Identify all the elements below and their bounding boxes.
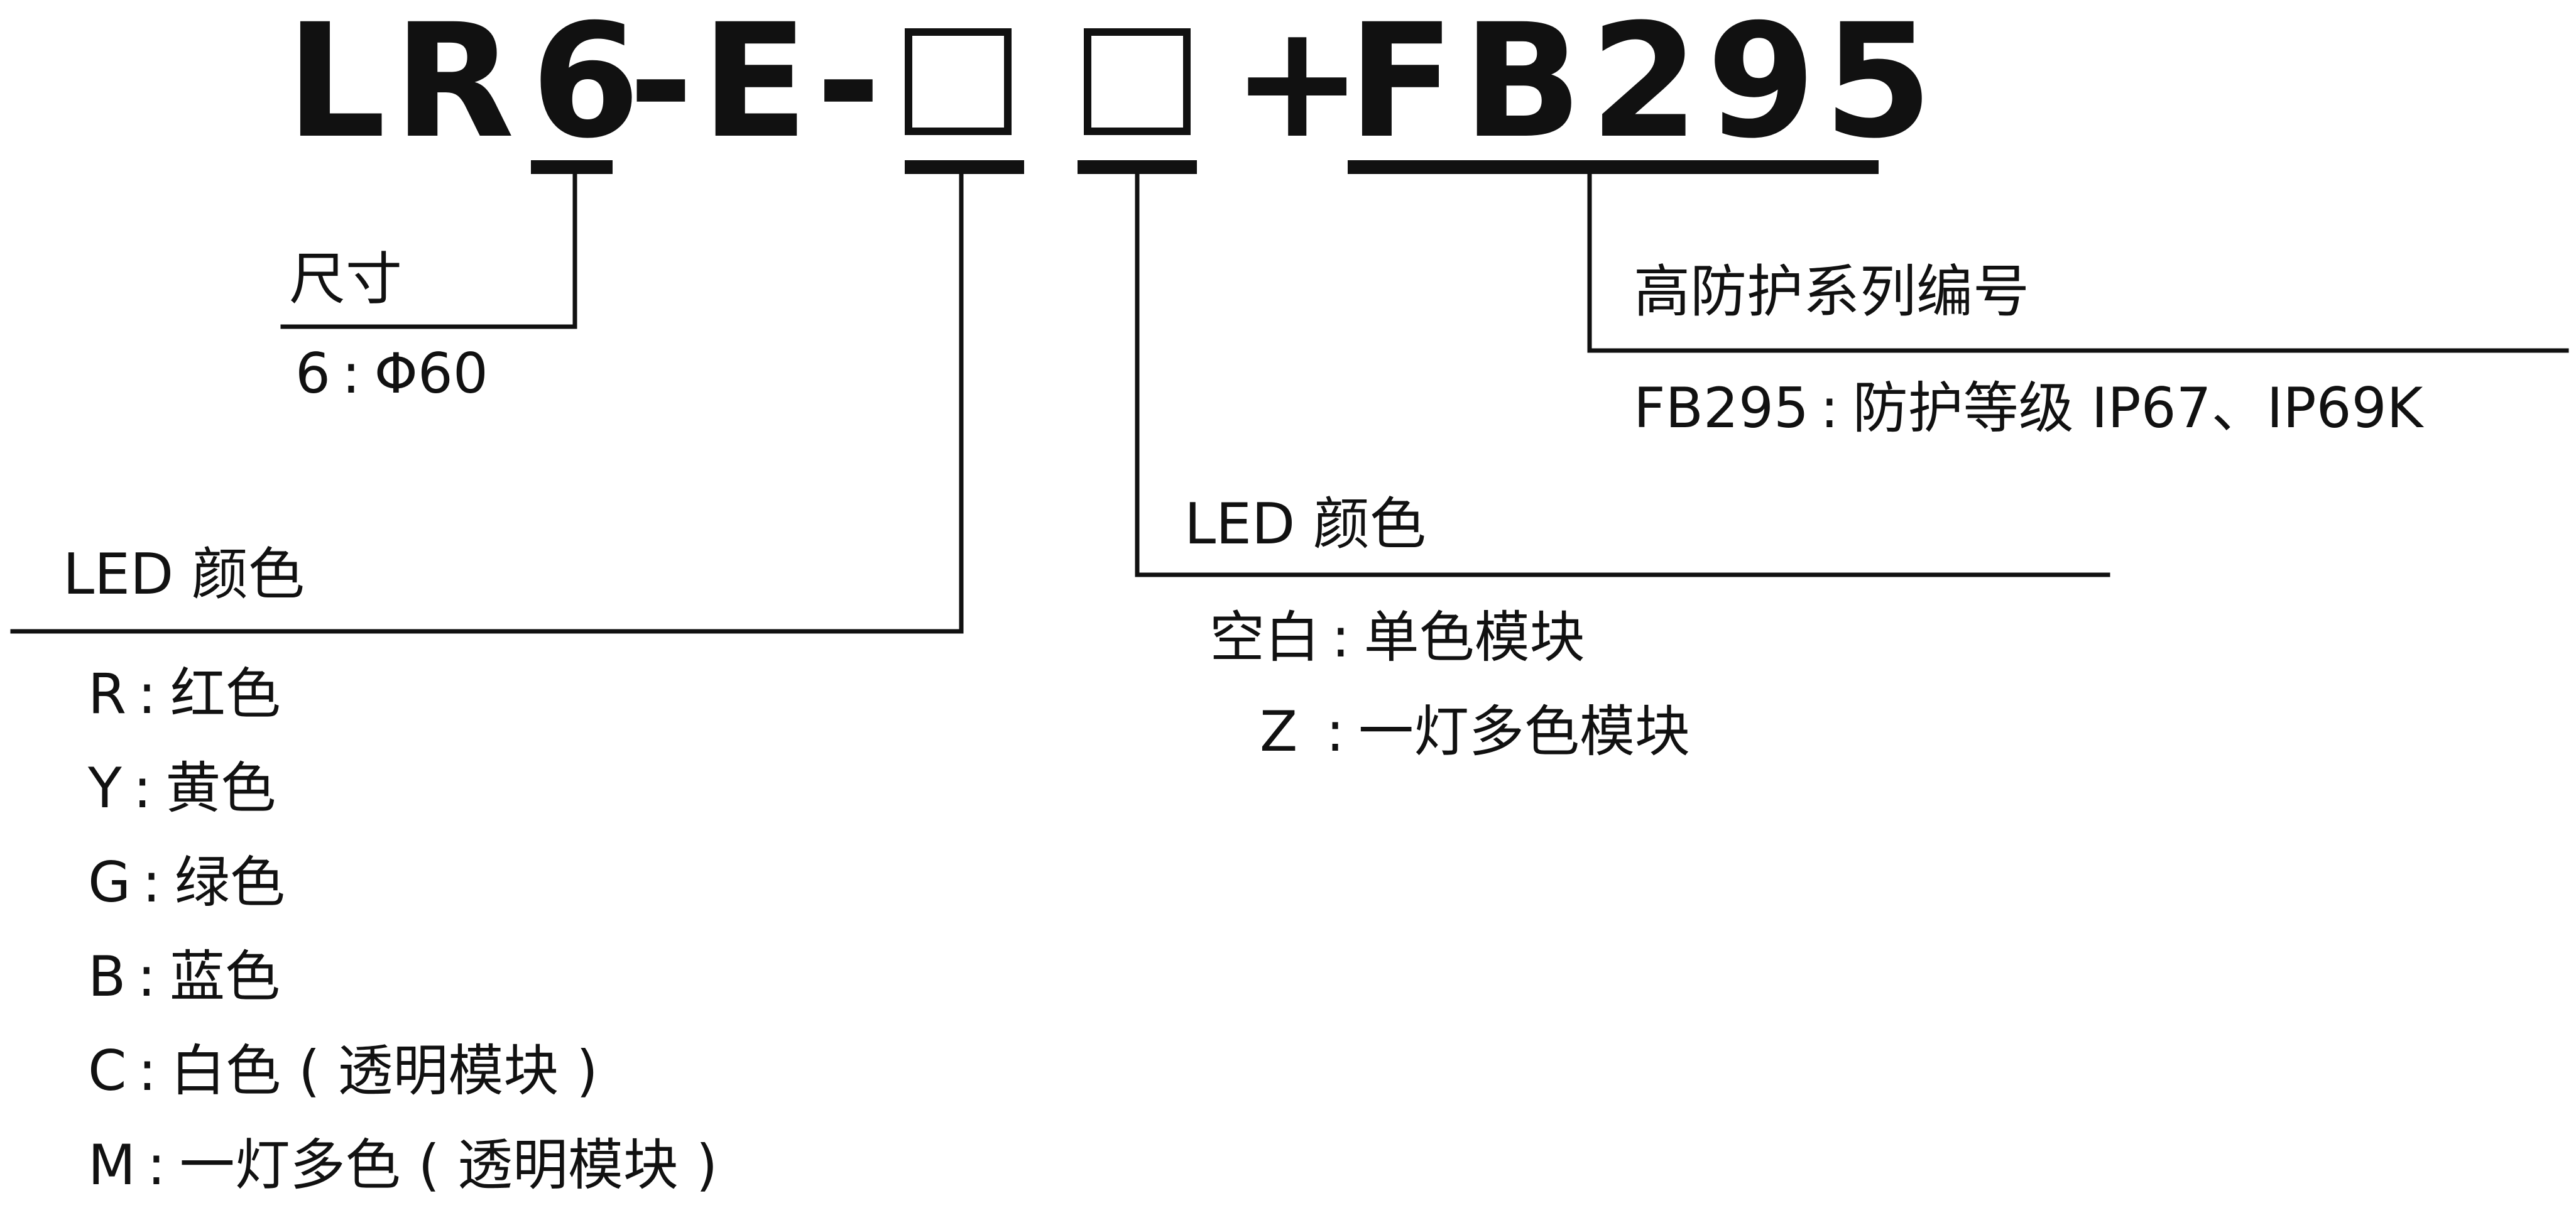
protection-item-key: FB295 xyxy=(1634,376,1809,440)
code-prefix: LR xyxy=(286,0,522,173)
code-size: 6 xyxy=(531,0,648,173)
led-color-text: 绿色 xyxy=(174,850,285,915)
module-item-key: 空白 xyxy=(1209,605,1321,670)
led-color-key: Y xyxy=(88,756,122,820)
led-color-key: M xyxy=(88,1133,136,1197)
size-heading: 尺寸 xyxy=(289,246,402,312)
led-color-sep: : xyxy=(142,850,161,915)
led-color-heading: LED 颜色 xyxy=(63,542,305,607)
module-item-text: 单色模块 xyxy=(1363,605,1585,670)
color-code-box xyxy=(905,28,1012,135)
module-item-sep: : xyxy=(1326,699,1345,764)
led-color-key: C xyxy=(88,1038,127,1103)
module-item-sep: : xyxy=(1331,605,1350,670)
size-item-text: Φ60 xyxy=(374,341,488,406)
module-heading: LED 颜色 xyxy=(1184,491,1426,557)
led-color-sep: : xyxy=(138,662,156,726)
led-color-text: 蓝色 xyxy=(170,944,281,1009)
led-color-sep: : xyxy=(138,1038,157,1103)
size-underline xyxy=(531,160,613,174)
led-color-item: C:白色 ( 透明模块 ) xyxy=(88,1037,598,1106)
led-color-sep: : xyxy=(146,1133,166,1197)
protection-item-text: 防护等级 IP67、IP69K xyxy=(1852,376,2423,440)
series-leader-line xyxy=(1587,170,2569,353)
size-leader-line xyxy=(280,170,577,329)
protection-heading: 高防护系列编号 xyxy=(1634,259,2029,325)
module-leader-line xyxy=(1135,170,2110,577)
module-item-key: Z xyxy=(1260,699,1298,764)
code-plus: + xyxy=(1231,0,1371,173)
led-color-key: G xyxy=(88,850,131,915)
module-code-box xyxy=(1084,28,1191,135)
led-color-key: R xyxy=(88,662,127,726)
led-color-item: R:红色 xyxy=(88,660,281,729)
color-underline xyxy=(905,160,1024,174)
protection-item: FB295:防护等级 IP67、IP69K xyxy=(1634,374,2423,443)
size-item-sep: : xyxy=(342,341,361,406)
led-color-text: 黄色 xyxy=(165,756,276,820)
series-underline xyxy=(1348,160,1879,174)
led-color-item: G:绿色 xyxy=(88,848,285,917)
module-item: Z:一灯多色模块 xyxy=(1260,697,1690,766)
color-leader-line xyxy=(10,170,964,634)
led-color-sep: : xyxy=(133,756,152,820)
led-color-item: Y:黄色 xyxy=(88,754,276,823)
module-underline xyxy=(1078,160,1197,174)
led-color-text: 白色 ( 透明模块 ) xyxy=(170,1038,598,1103)
led-color-text: 一灯多色 ( 透明模块 ) xyxy=(179,1133,718,1197)
protection-item-sep: : xyxy=(1820,376,1839,440)
led-color-sep: : xyxy=(137,944,156,1009)
module-item: 空白:单色模块 xyxy=(1209,603,1585,672)
led-color-item: B:蓝色 xyxy=(88,942,280,1011)
code-series: FB295 xyxy=(1348,0,1941,173)
code-middle: -E- xyxy=(628,0,889,173)
led-color-key: B xyxy=(88,944,126,1009)
led-color-item: M:一灯多色 ( 透明模块 ) xyxy=(88,1131,718,1200)
module-item-text: 一灯多色模块 xyxy=(1358,699,1690,764)
size-item: 6:Φ60 xyxy=(295,339,488,408)
led-color-text: 红色 xyxy=(170,662,281,726)
size-item-key: 6 xyxy=(295,341,330,406)
